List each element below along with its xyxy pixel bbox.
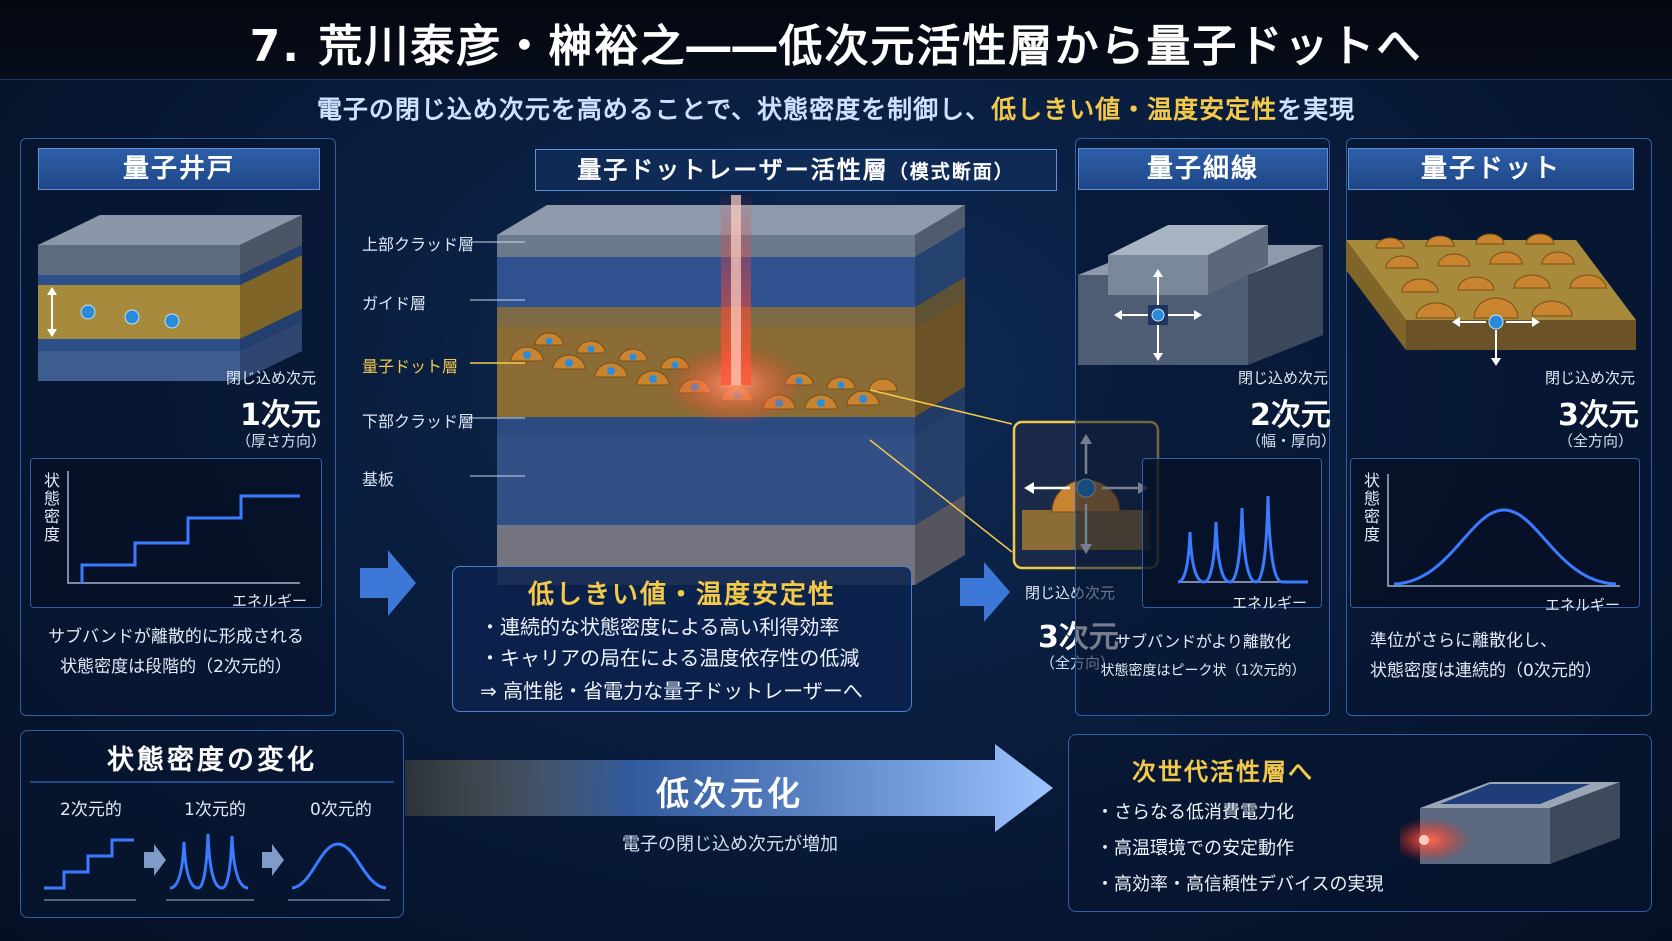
- page-title: 7. 荒川泰彦・榊裕之――低次元活性層から量子ドットへ: [249, 21, 1423, 72]
- layer-leader-lines: [470, 241, 525, 477]
- feature-item-2: ・キャリアの局在による温度依存性の低減: [480, 646, 860, 670]
- quantum-dot-confine-label: 閉じ込め次元: [1545, 369, 1636, 387]
- laser-active-layer-header-sub: （模式断面）: [888, 161, 1015, 183]
- layer-upper-cladding: 上部クラッド層: [362, 235, 475, 254]
- quantum-wire-caption-2: 状態密度はピーク状（1次元的）: [1100, 663, 1306, 679]
- subtitle-part1: 電子の閉じ込め次元を高めることで、状態密度を制御し、: [316, 95, 992, 124]
- quantum-well-confine-label: 閉じ込め次元: [226, 369, 317, 387]
- laser-device-illustration: [1400, 782, 1620, 864]
- quantum-wire-dimension-sub: （幅・厚向）: [1246, 432, 1337, 450]
- layer-guide: ガイド層: [362, 294, 427, 313]
- quantum-dot-dimension-sub: （全方向）: [1558, 432, 1634, 450]
- quantum-dot-caption-1: 準位がさらに離散化し、: [1370, 631, 1557, 651]
- laser-active-layer-header: 量子ドットレーザー活性層（模式断面）: [535, 149, 1057, 191]
- quantum-wire-dimension: 2次元: [1250, 398, 1331, 433]
- quantum-dot-bell-curve: [1387, 474, 1620, 587]
- layer-substrate: 基板: [362, 470, 395, 489]
- dimension-reduction-arrow: [405, 744, 1053, 832]
- dos-change-panel: [20, 730, 404, 918]
- quantum-well-step-curve: [67, 471, 300, 584]
- quantum-dot-caption-2: 状態密度は連続的（0次元的）: [1370, 661, 1602, 681]
- quantum-wire-confine-label: 閉じ込め次元: [1238, 369, 1329, 387]
- laser-active-layer-header-main: 量子ドットレーザー活性層: [577, 156, 889, 184]
- layer-quantum-dot: 量子ドット層: [362, 357, 459, 376]
- layer-lower-cladding: 下部クラッド層: [362, 412, 475, 431]
- next-gen-item-1: ・さらなる低消費電力化: [1096, 802, 1294, 823]
- quantum-dot-panel: [1346, 138, 1652, 716]
- dos-change-label-0d: 0次元的: [310, 800, 372, 820]
- subtitle: 電子の閉じ込め次元を高めることで、状態密度を制御し、低しきい値・温度安定性を実現: [0, 90, 1672, 126]
- dos-change-divider: [30, 781, 394, 783]
- right-arrow-icon: [360, 550, 416, 616]
- quantum-well-y-label: 状態密度: [41, 472, 60, 544]
- right-arrow-icon: [960, 562, 1010, 622]
- dos-change-label-2d: 2次元的: [60, 800, 122, 820]
- dimension-reduction-label: 低次元化: [656, 774, 804, 813]
- features-box: [452, 566, 912, 712]
- quantum-wire-header: 量子細線: [1078, 148, 1328, 190]
- feature-item-3: ⇒ 高性能・省電力な量子ドットレーザーへ: [480, 679, 863, 703]
- quantum-well-caption-1: サブバンドが離散的に形成される: [48, 627, 304, 647]
- quantum-well-x-label: エネルギー: [232, 592, 308, 610]
- laser-cross-section-illustration: [497, 195, 965, 585]
- quantum-wire-peak-curve: [1177, 495, 1308, 584]
- dos-change-label-1d: 1次元的: [184, 800, 246, 820]
- quantum-dot-illustration: [1346, 233, 1636, 366]
- quantum-well-dimension: 1次元: [240, 398, 321, 433]
- feature-item-1: ・連続的な状態密度による高い利得効率: [480, 615, 840, 639]
- quantum-wire-x-label: エネルギー: [1232, 594, 1308, 612]
- dimension-reduction-sub: 電子の閉じ込め次元が増加: [622, 834, 838, 855]
- quantum-dot-dimension: 3次元: [1558, 398, 1639, 433]
- next-gen-item-2: ・高温環境での安定動作: [1096, 838, 1294, 859]
- next-gen-title: 次世代活性層へ: [1132, 758, 1314, 786]
- quantum-dot-header: 量子ドット: [1348, 148, 1634, 190]
- quantum-dot-y-label: 状態密度: [1361, 472, 1380, 544]
- quantum-wire-caption-1: サブバンドがより離散化: [1115, 632, 1291, 651]
- quantum-well-illustration: [38, 215, 302, 381]
- dos-change-header: 状態密度の変化: [107, 745, 317, 776]
- quantum-well-dimension-sub: （厚さ方向）: [236, 432, 327, 450]
- quantum-dot-x-label: エネルギー: [1545, 596, 1621, 614]
- quantum-wire-illustration: [1078, 225, 1323, 365]
- zoom-connector-lines: [869, 389, 1013, 553]
- subtitle-highlight: 低しきい値・温度安定性: [991, 95, 1278, 124]
- features-title: 低しきい値・温度安定性: [527, 580, 836, 610]
- quantum-well-header: 量子井戸: [38, 148, 320, 190]
- dos-change-mini-curves: [44, 833, 390, 901]
- title-bar: [0, 0, 1672, 80]
- subtitle-part2: を実現: [1277, 95, 1356, 124]
- quantum-well-caption-2: 状態密度は段階的（2次元的）: [60, 657, 292, 677]
- next-gen-item-3: ・高効率・高信頼性デバイスの実現: [1096, 874, 1384, 895]
